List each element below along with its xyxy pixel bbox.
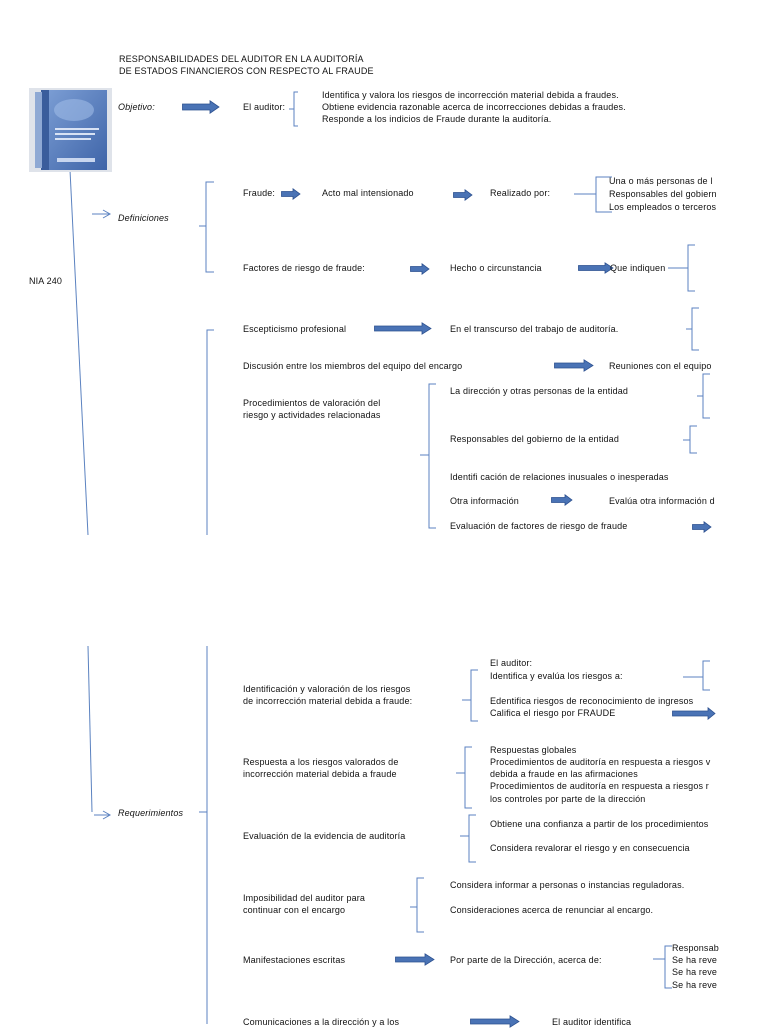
page-title-line1: RESPONSABILIDADES DEL AUDITOR EN LA AUDI… xyxy=(119,54,364,65)
arrow-icon xyxy=(395,953,435,966)
arrow-icon xyxy=(374,322,432,335)
arrow-icon xyxy=(453,189,473,201)
por-parte-direccion: Por parte de la Dirección, acerca de: xyxy=(450,955,602,966)
manif-item-3: Se ha reve xyxy=(672,967,717,978)
arrow-icon xyxy=(578,262,614,274)
imposibilidad-line2: continuar con el encargo xyxy=(243,905,345,916)
identificacion-line1: Identificación y valoración de los riesg… xyxy=(243,684,410,695)
transcurso-trabajo: En el transcurso del trabajo de auditorí… xyxy=(450,324,618,335)
arrow-icon xyxy=(554,359,594,372)
hecho-circunstancia: Hecho o circunstancia xyxy=(450,263,542,274)
root-label: NIA 240 xyxy=(29,276,62,287)
realizado-item-1: Una o más personas de l xyxy=(609,176,713,187)
auditor-identifica: El auditor identifica xyxy=(552,1017,631,1028)
direccion-otras-personas: La dirección y otras personas de la enti… xyxy=(450,386,628,397)
escepticismo-profesional: Escepticismo profesional xyxy=(243,324,346,335)
respuesta-line2: incorrección material debida a fraude xyxy=(243,769,397,780)
fraude-label: Fraude: xyxy=(243,188,275,199)
manif-item-1: Responsab xyxy=(672,943,719,954)
realizado-por: Realizado por: xyxy=(490,188,550,199)
objetivo-item-1: Identifica y valora los riesgos de incor… xyxy=(322,90,619,101)
objetivo-item-3: Responde a los indicios de Fraude durant… xyxy=(322,114,551,125)
objetivo-label: Objetivo: xyxy=(118,102,155,113)
imposibilidad-line1: Imposibilidad del auditor para xyxy=(243,893,365,904)
considera-revalorar: Considera revalorar el riesgo y en conse… xyxy=(490,843,690,854)
respuesta-item-3: debida a fraude en las afirmaciones xyxy=(490,769,638,780)
arrow-icon xyxy=(410,263,430,275)
arrow-icon xyxy=(281,188,301,200)
realizado-item-2: Responsables del gobiern xyxy=(609,189,717,200)
reuniones-equipo: Reuniones con el equipo xyxy=(609,361,712,372)
arrow-icon xyxy=(182,100,220,114)
arrow-icon xyxy=(692,521,712,533)
book-cover-image xyxy=(29,88,112,172)
identifica-evalua: Identifica y evalúa los riesgos a: xyxy=(490,671,623,682)
manif-item-2: Se ha reve xyxy=(672,955,717,966)
objetivo-item-2: Obtiene evidencia razonable acerca de in… xyxy=(322,102,626,113)
respuesta-item-1: Respuestas globales xyxy=(490,745,576,756)
respuesta-item-2: Procedimientos de auditoría en respuesta… xyxy=(490,757,710,768)
otra-informacion: Otra información xyxy=(450,496,519,507)
requerimientos-label: Requerimientos xyxy=(118,808,183,819)
realizado-item-3: Los empleados o terceros xyxy=(609,202,716,213)
factores-riesgo-fraude: Factores de riesgo de fraude: xyxy=(243,263,365,274)
califica-riesgo: Califica el riesgo por FRAUDE xyxy=(490,708,615,719)
acto-mal-intensionado: Acto mal intensionado xyxy=(322,188,414,199)
considera-informar: Considera informar a personas o instanci… xyxy=(450,880,684,891)
respuesta-item-5: los controles por parte de la dirección xyxy=(490,794,645,805)
procedimientos-line2: riesgo y actividades relacionadas xyxy=(243,410,381,421)
arrow-icon xyxy=(470,1015,520,1028)
manif-item-4: Se ha reve xyxy=(672,980,717,991)
procedimientos-line1: Procedimientos de valoración del xyxy=(243,398,380,409)
obtiene-confianza: Obtiene una confianza a partir de los pr… xyxy=(490,819,708,830)
respuesta-item-4: Procedimientos de auditoría en respuesta… xyxy=(490,781,709,792)
evaluacion-evidencia: Evaluación de la evidencia de auditoría xyxy=(243,831,405,842)
req-auditor: El auditor: xyxy=(490,658,532,669)
evaluacion-factores: Evaluación de factores de riesgo de frau… xyxy=(450,521,627,532)
comunicaciones-direccion: Comunicaciones a la dirección y a los xyxy=(243,1017,399,1028)
identificacion-relaciones: Identifi cación de relaciones inusuales … xyxy=(450,472,669,483)
consideraciones-renunciar: Consideraciones acerca de renunciar al e… xyxy=(450,905,653,916)
objetivo-auditor: El auditor: xyxy=(243,102,285,113)
definiciones-label: Definiciones xyxy=(118,213,169,224)
arrow-icon xyxy=(672,707,716,720)
page-title-line2: DE ESTADOS FINANCIEROS CON RESPECTO AL F… xyxy=(119,66,374,77)
arrow-icon xyxy=(551,494,573,506)
evalua-otra-informacion: Evalúa otra información d xyxy=(609,496,715,507)
discusion-equipo: Discusión entre los miembros del equipo … xyxy=(243,361,462,372)
identificacion-line2: de incorrección material debida a fraude… xyxy=(243,696,412,707)
edentifica-riesgos: Edentifica riesgos de reconocimiento de … xyxy=(490,696,693,707)
respuesta-line1: Respuesta a los riesgos valorados de xyxy=(243,757,399,768)
manifestaciones-escritas: Manifestaciones escritas xyxy=(243,955,345,966)
que-indiquen: Que indiquen xyxy=(610,263,665,274)
responsables-gobierno: Responsables del gobierno de la entidad xyxy=(450,434,619,445)
